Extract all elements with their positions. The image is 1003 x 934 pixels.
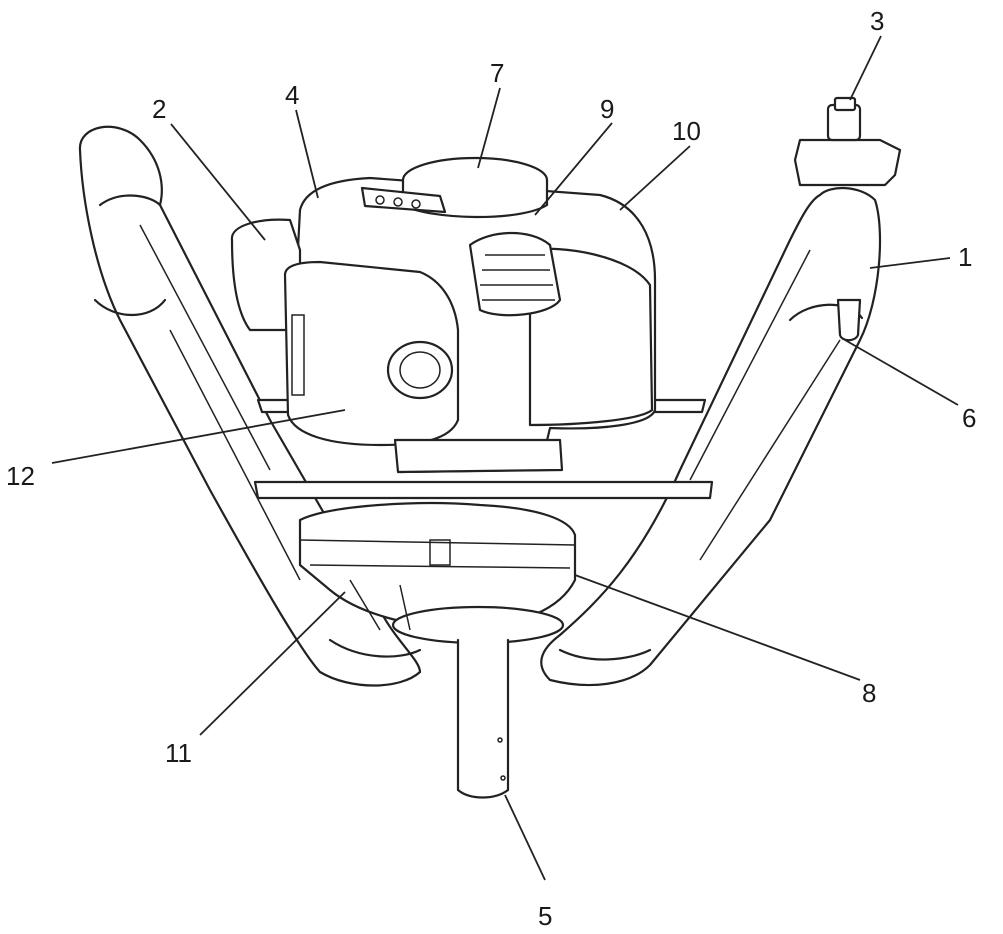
label-4: 4: [285, 80, 299, 110]
output-shaft: [456, 638, 510, 799]
label-12: 12: [6, 461, 35, 491]
label-5: 5: [538, 901, 552, 931]
label-9: 9: [600, 94, 614, 124]
leader-lines: [51, 35, 959, 881]
label-10: 10: [672, 116, 701, 146]
throttle-fitting: [793, 96, 902, 342]
label-6: 6: [962, 403, 976, 433]
label-11: 11: [165, 738, 192, 768]
label-1: 1: [958, 242, 972, 272]
engine-body: [230, 156, 657, 474]
label-7: 7: [490, 58, 504, 88]
label-2: 2: [152, 94, 166, 124]
part-labels: 1 2 3 4 5 6 7 8 9 10 11 12: [6, 6, 976, 931]
label-8: 8: [862, 678, 876, 708]
gearbox: [298, 502, 577, 645]
label-3: 3: [870, 6, 884, 36]
